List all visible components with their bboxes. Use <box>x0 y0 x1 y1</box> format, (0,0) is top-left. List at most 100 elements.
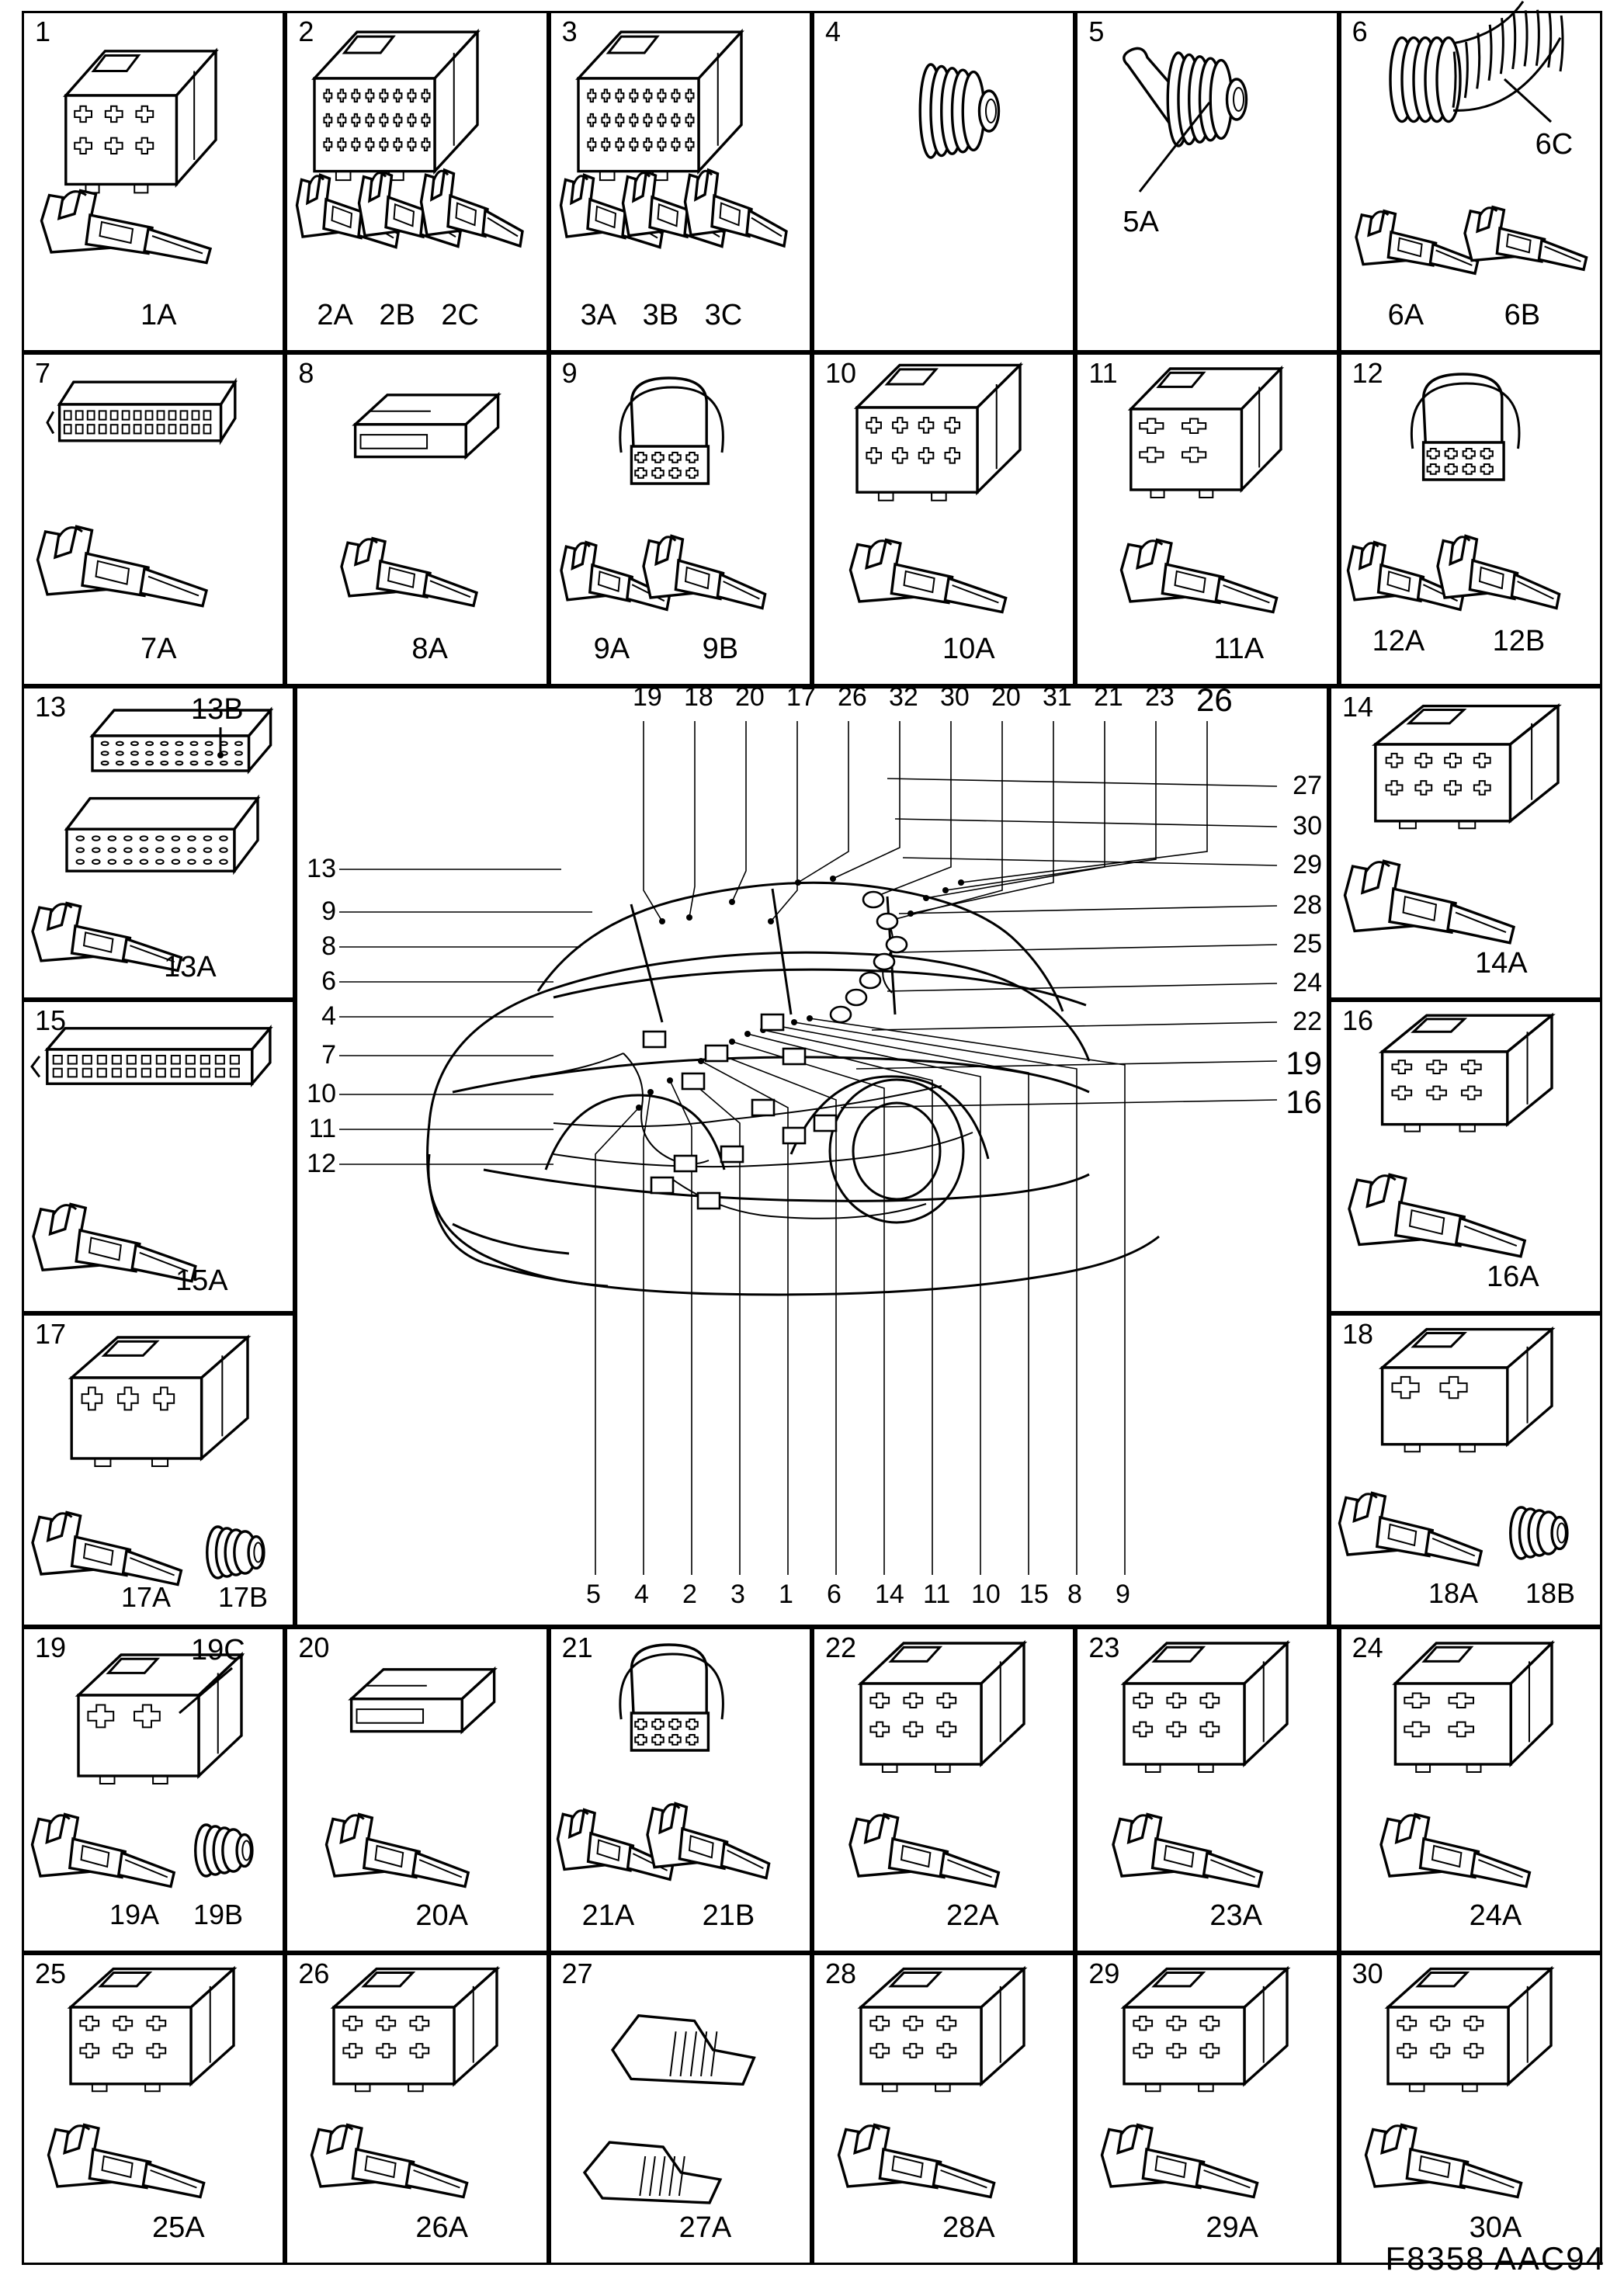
terminal-pin <box>24 1792 187 1909</box>
vehicle-callout-top: 20 <box>735 682 765 712</box>
vehicle-callout-left: 11 <box>308 1114 336 1143</box>
part-label: 16A <box>1487 1261 1539 1293</box>
rubber-boot <box>1101 25 1295 180</box>
cell-number: 9 <box>561 357 578 389</box>
vehicle-callout-bottom: 8 <box>1067 1580 1082 1609</box>
cell-number: 19 <box>35 1632 67 1663</box>
leader-line <box>1124 99 1217 199</box>
vehicle-callout-bottom: 1 <box>779 1580 793 1609</box>
cell-number: 1 <box>35 16 51 47</box>
vehicle-callout-left: 10 <box>307 1079 336 1108</box>
connector-housing <box>849 1963 1043 2110</box>
terminal-pin <box>40 2103 218 2219</box>
part-label: 2A <box>317 299 353 331</box>
part-label: 9B <box>702 633 739 665</box>
part-label: 19B <box>193 1899 244 1930</box>
cell-number: 7 <box>35 357 51 389</box>
vehicle-callout-right: 22 <box>1293 1007 1322 1036</box>
terminal-pin <box>1431 514 1570 630</box>
part-label: 17B <box>218 1581 269 1613</box>
connector-housing <box>1384 1637 1570 1792</box>
part-label: 15A <box>175 1264 228 1297</box>
terminal-pin <box>318 1792 481 1909</box>
cable-seal <box>1479 1490 1580 1576</box>
cell-number: 13 <box>35 691 67 723</box>
leader-line <box>172 1666 241 1722</box>
cell-number: 25 <box>35 1958 67 1989</box>
connector-housing <box>330 1637 508 1784</box>
part-label: 17A <box>121 1581 172 1613</box>
part-label: 13B <box>191 693 244 726</box>
connector-cell-14: 14 14A <box>1329 686 1602 1000</box>
terminal-pin <box>555 522 679 630</box>
cell-number: 28 <box>825 1958 857 1989</box>
connector-housing <box>1376 1963 1570 2110</box>
connector-cell-4: 4 <box>812 11 1076 352</box>
part-label: 9A <box>593 633 630 665</box>
cell-number: 14 <box>1342 691 1374 723</box>
vehicle-callout-bottom: 10 <box>971 1580 1001 1609</box>
part-label: 27A <box>678 2211 732 2244</box>
terminal-pin <box>1112 518 1291 634</box>
vehicle-callout-right: 16 <box>1286 1084 1322 1120</box>
vehicle-callout-right: 27 <box>1293 771 1322 800</box>
part-label: 23A <box>1209 1899 1262 1932</box>
vehicle-callout-top: 20 <box>991 682 1021 712</box>
cell-number: 2 <box>298 16 314 47</box>
part-label: 18B <box>1525 1577 1576 1609</box>
terminal-pin <box>617 149 734 269</box>
connector-cell-9: 9 9A 9B <box>548 352 812 686</box>
terminal-pin <box>353 149 470 269</box>
part-label: 3A <box>580 299 617 331</box>
vehicle-callout-left: 6 <box>321 966 336 996</box>
cell-number: 20 <box>298 1632 330 1663</box>
part-label: 7A <box>141 633 177 665</box>
cell-number: 5 <box>1088 16 1105 47</box>
vehicle-callout-right: 19 <box>1286 1045 1322 1081</box>
fuse-box-cover <box>71 696 288 813</box>
connector-housing <box>303 25 497 203</box>
terminal-pin <box>1349 192 1489 293</box>
connector-housing <box>594 1629 765 1784</box>
terminal-pin <box>1458 188 1598 289</box>
terminal-pin <box>1093 2103 1272 2219</box>
terminal-pin <box>303 2103 481 2219</box>
part-label: 14A <box>1475 947 1528 980</box>
vehicle-callout-bottom: 5 <box>586 1580 601 1609</box>
part-label: 2B <box>379 299 415 331</box>
vehicle-callout-right: 25 <box>1293 929 1322 959</box>
connector-housing <box>59 1963 253 2110</box>
vehicle-callout-top: 31 <box>1043 682 1072 712</box>
vehicle-callout-bottom: 2 <box>682 1580 697 1609</box>
vehicle-callout-bottom: 9 <box>1116 1580 1130 1609</box>
terminal-pin <box>291 153 408 269</box>
connector-housing <box>334 362 512 510</box>
vehicle-callout-left: 12 <box>307 1149 336 1178</box>
terminal-pin <box>1372 1792 1543 1909</box>
cell-number: 26 <box>298 1958 330 1989</box>
connector-housing <box>567 25 761 203</box>
cell-number: 11 <box>1088 357 1118 389</box>
connector-housing <box>1370 1323 1572 1471</box>
vehicle-callout-top: 26 <box>838 682 867 712</box>
cell-number: 16 <box>1342 1004 1374 1036</box>
connector-housing <box>594 362 765 518</box>
connector-housing <box>30 1010 288 1142</box>
connector-housing <box>55 44 234 215</box>
terminal-pin <box>841 518 1020 634</box>
connector-housing <box>1370 1010 1572 1150</box>
